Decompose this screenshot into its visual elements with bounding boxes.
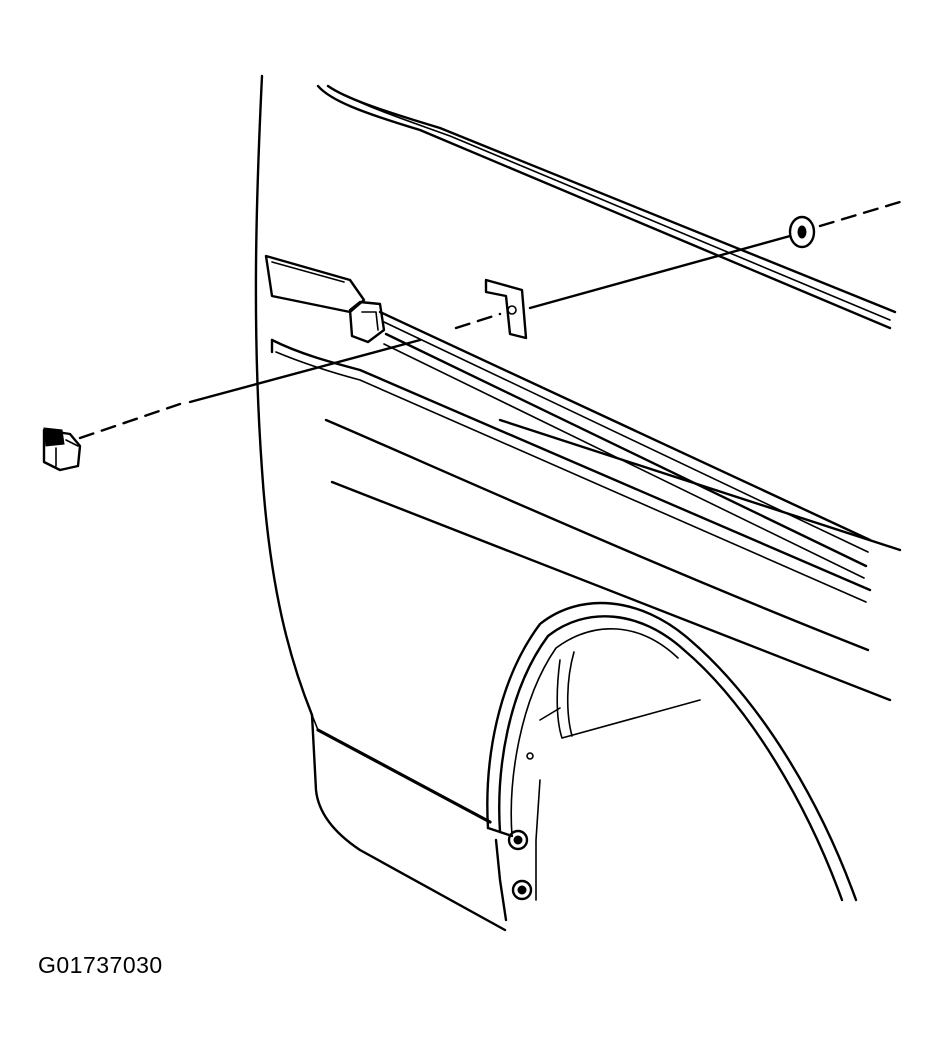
retaining-clip: [42, 428, 82, 472]
upper-rail-line-3: [344, 94, 891, 321]
retaining-clip-head: [43, 427, 65, 447]
lower-molding-curve: [270, 338, 872, 592]
arch-clip-1: [507, 829, 529, 851]
wheel-arch-inner-1: [498, 615, 844, 902]
arch-lower-edge-2: [535, 779, 541, 901]
side-molding-upper: [383, 321, 869, 553]
arch-clip-2: [511, 879, 533, 901]
nut-alignment-line: [454, 312, 502, 330]
arch-lower-edge: [494, 838, 508, 922]
wheel-arch-edge: [486, 826, 514, 838]
arch-clip-2-center: [517, 885, 527, 895]
mounting-bracket: [484, 278, 528, 340]
panel-front-edge: [254, 74, 314, 717]
wheelhouse-inner: [556, 659, 701, 739]
rocker-top-line: [316, 728, 492, 824]
clip-alignment-line-2: [188, 338, 422, 404]
lower-molding-curve-2: [275, 351, 867, 603]
upper-molding-inner: [271, 261, 345, 283]
wheelhouse-inner-3: [539, 707, 561, 721]
nut-hole: [797, 225, 807, 239]
nut-alignment-line-3: [818, 200, 902, 228]
upper-rail-line-1: [316, 84, 892, 330]
nut: [788, 215, 816, 249]
bracket-hole: [507, 305, 517, 315]
upper-molding-strip: [264, 254, 366, 314]
rocker-panel: [310, 713, 507, 932]
molding-end-cap: [348, 300, 386, 344]
wheelhouse-inner-2: [566, 651, 575, 737]
body-crease-1: [324, 418, 870, 652]
wheel-arch-outer: [486, 601, 858, 902]
clip-alignment-line: [78, 402, 182, 440]
rocker-inner-line: [311, 714, 319, 731]
figure-code: G01737030: [38, 952, 163, 978]
retaining-clip-detail: [55, 439, 79, 467]
upper-rail-line-2: [326, 84, 897, 314]
arch-small-hole: [526, 752, 534, 760]
arch-clip-1-center: [513, 835, 523, 845]
wheel-arch-inner-2: [510, 627, 679, 837]
molding-end-cap-inner: [361, 311, 379, 331]
body-crease-2: [330, 480, 892, 702]
right-contour: [498, 418, 902, 552]
side-molding-middle: [384, 332, 868, 568]
nut-alignment-line-2: [528, 234, 792, 310]
side-molding-top: [378, 310, 872, 542]
